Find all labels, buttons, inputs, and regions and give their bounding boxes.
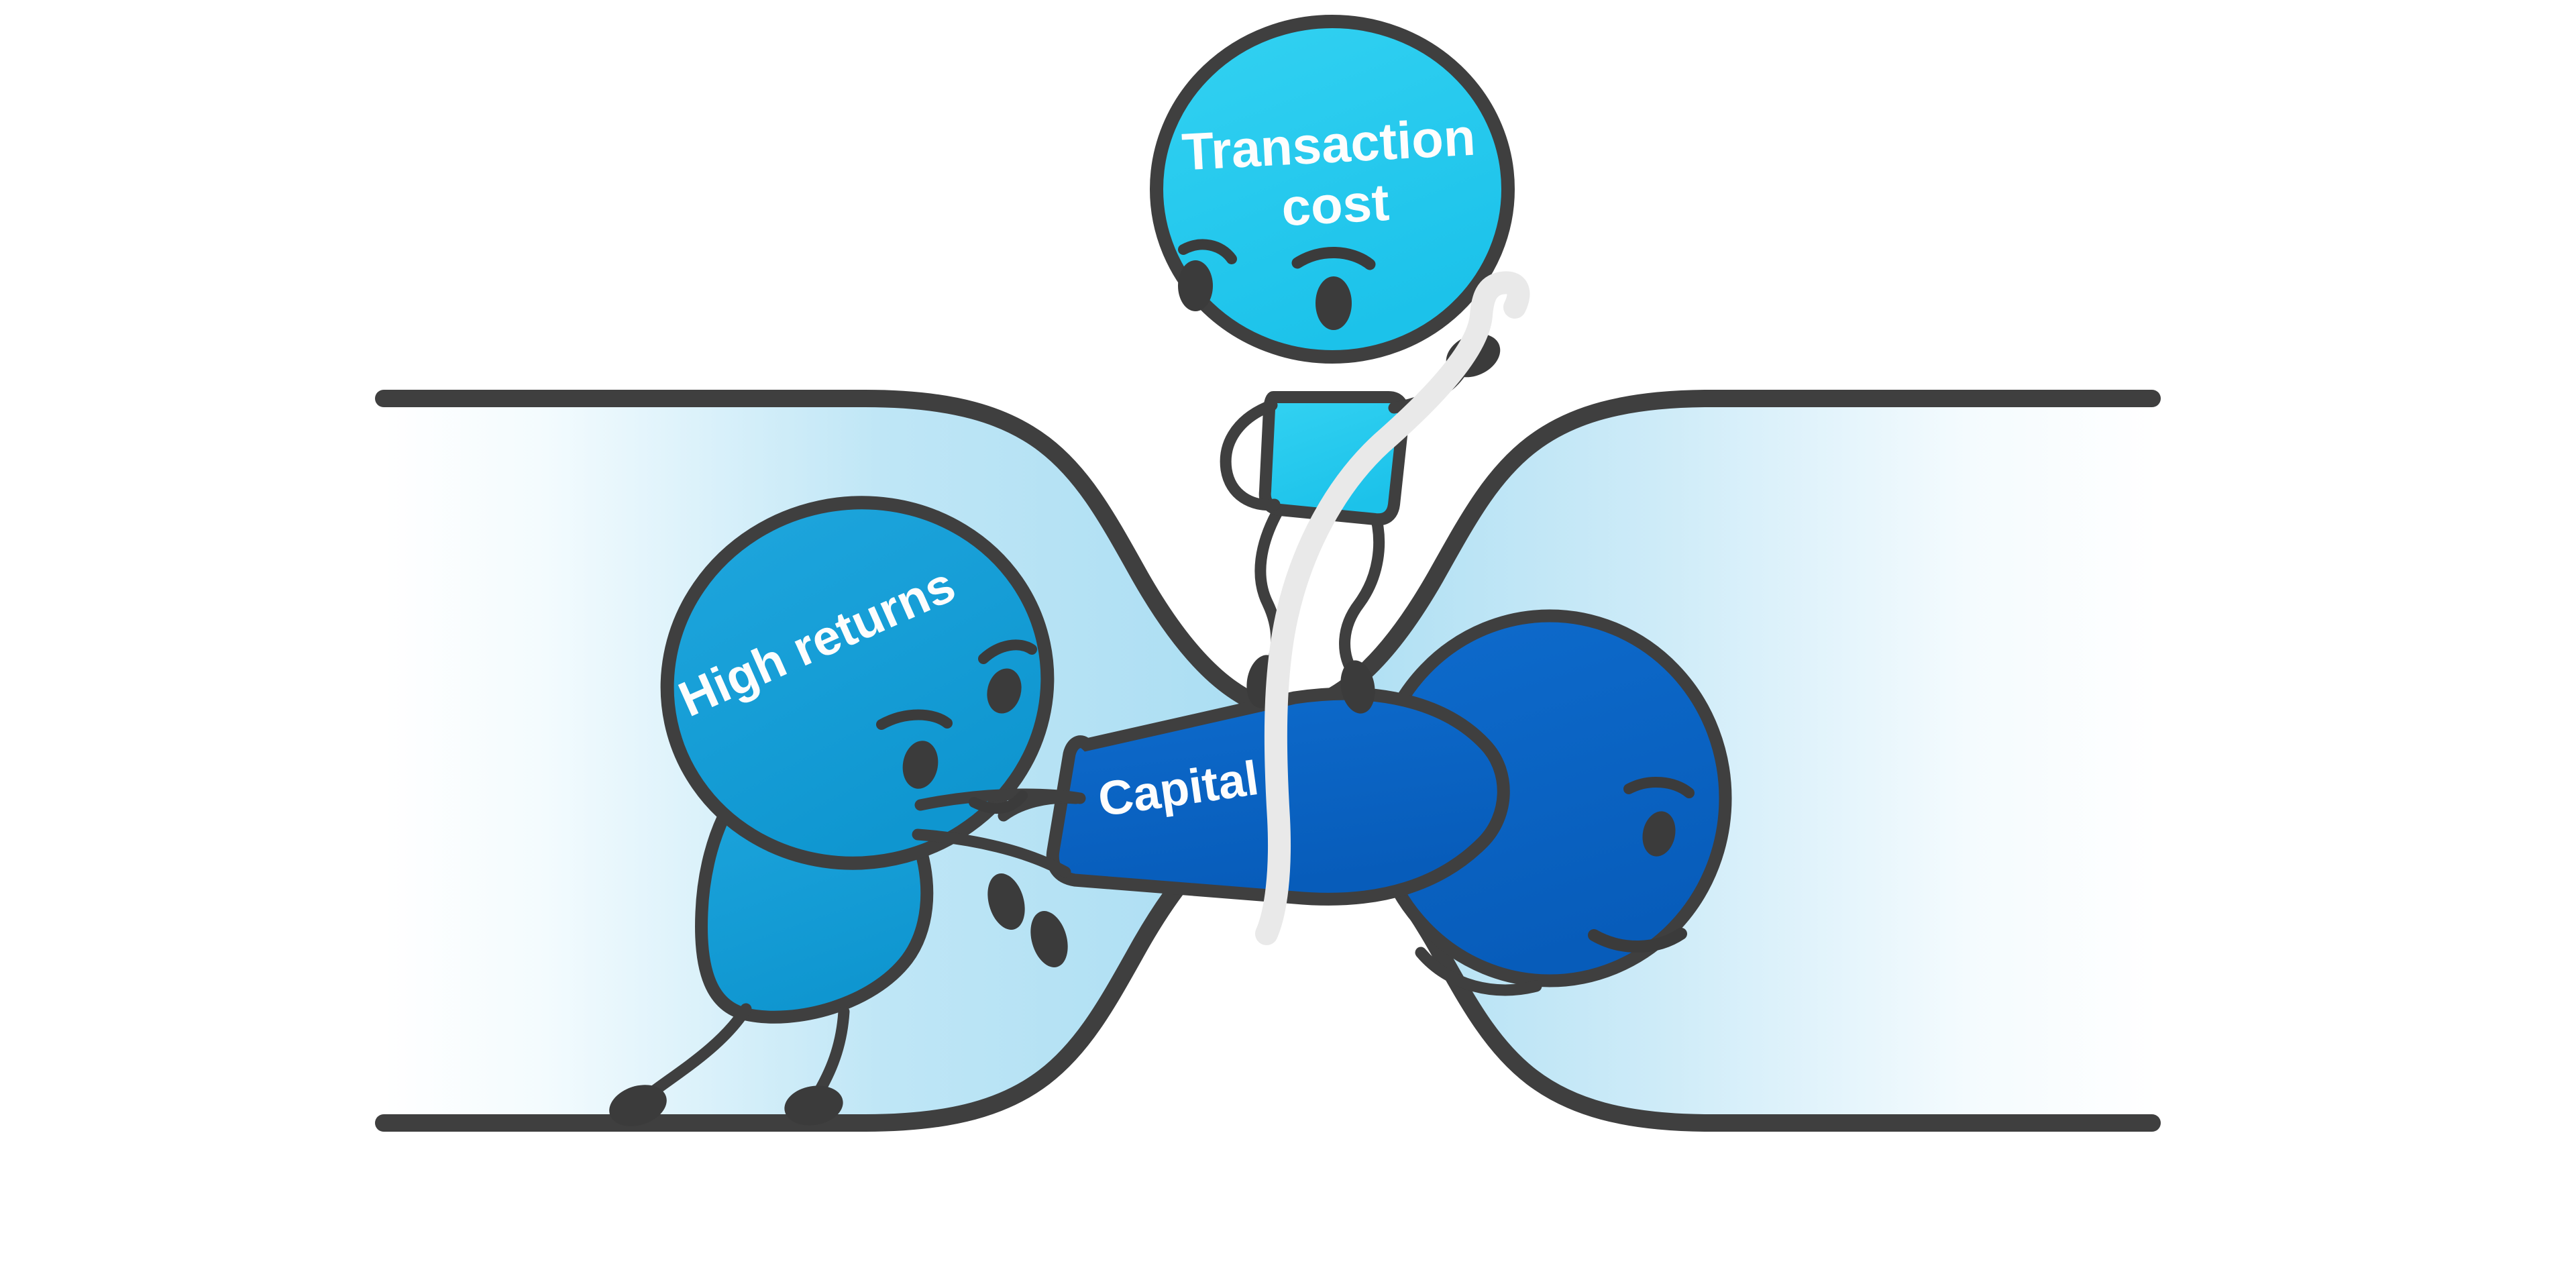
character-high-returns: High returns (609, 496, 1086, 1126)
transaction-cost-arm-left (1220, 399, 1281, 511)
capital-eyebrow (1623, 777, 1695, 798)
capital-eye (1642, 811, 1676, 857)
transaction-cost-eye-right (1316, 276, 1352, 330)
high-returns-eyebrow-right (978, 639, 1037, 664)
high-returns-arm-lower (912, 828, 1071, 878)
capital-mouth (1588, 928, 1687, 953)
capital-leg (1415, 947, 1542, 996)
transaction-cost-head (1150, 15, 1515, 364)
high-returns-hand-upper (987, 873, 1025, 930)
high-returns-foot-front (784, 1085, 843, 1126)
transaction-cost-eye-left (1178, 260, 1213, 311)
transaction-cost-label-line-2: cost (1280, 172, 1391, 237)
high-returns-eye-right (987, 668, 1022, 714)
transaction-cost-eyebrow-right (1291, 247, 1376, 270)
transaction-cost-foot-right (1340, 660, 1375, 714)
high-returns-mouth (969, 790, 1028, 814)
high-returns-foot-back (609, 1085, 667, 1126)
transaction-cost-eyebrow-left (1178, 239, 1237, 264)
transaction-cost-leg-right (1339, 504, 1385, 680)
hook-cane-shaft (1255, 271, 1530, 945)
high-returns-eye-left (902, 741, 938, 789)
high-returns-hand-lower (1030, 911, 1068, 967)
high-returns-eyebrow-left (876, 709, 953, 730)
high-returns-leg-back (645, 1003, 752, 1099)
high-returns-head (660, 496, 1055, 870)
character-transaction-cost: Transaction cost (1150, 15, 1515, 714)
high-returns-arm-upper (914, 788, 1086, 811)
hook-cane-icon (1255, 271, 1530, 945)
